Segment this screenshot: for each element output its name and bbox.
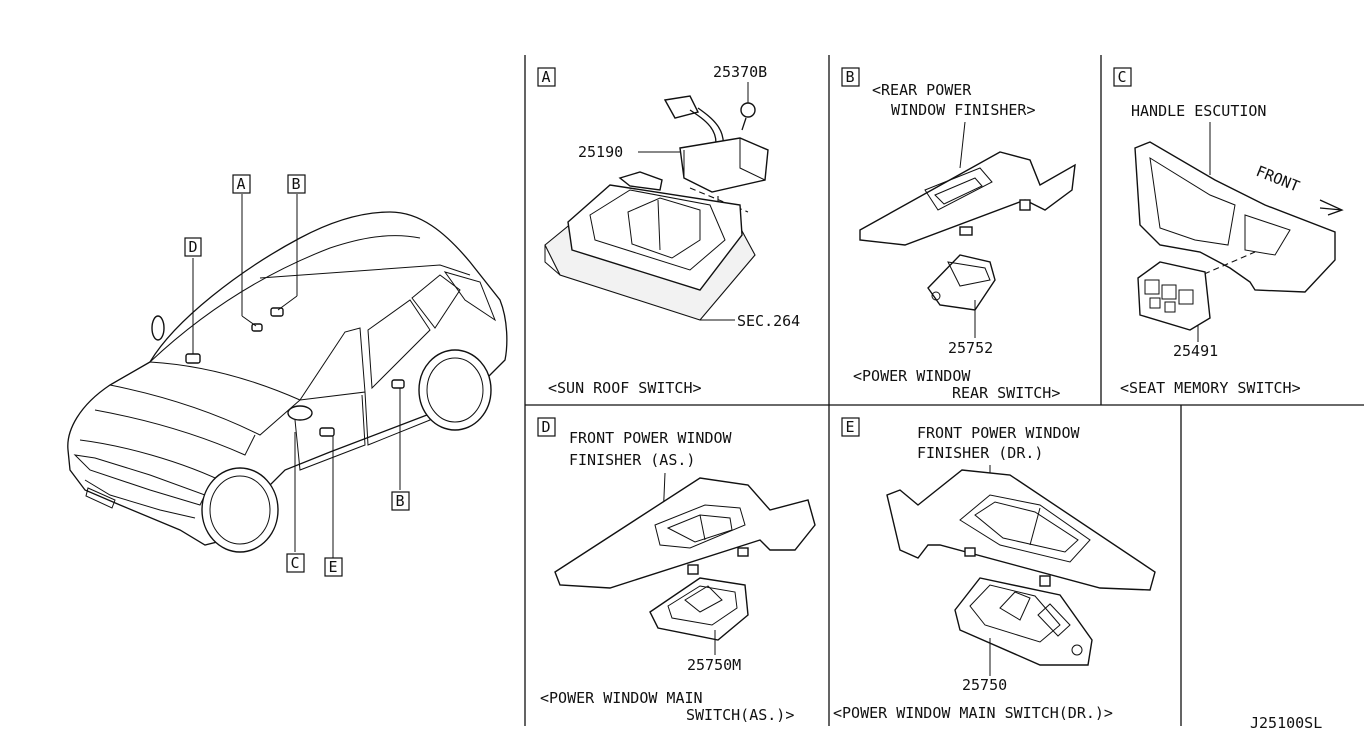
front-finisher-as-line2: FINISHER (AS.) xyxy=(569,451,695,469)
callout-label: E xyxy=(328,558,337,576)
callout-label: B xyxy=(395,492,404,510)
callout-e-car: E xyxy=(324,557,343,577)
panel-c-caption: <SEAT MEMORY SWITCH> xyxy=(1120,379,1301,397)
vehicle-illustration xyxy=(67,194,508,558)
callout-label: D xyxy=(188,238,197,256)
panel-a-sun-roof-switch: A 25370B 25190 SEC.264 <SUN ROOF SWITCH> xyxy=(537,63,800,397)
handle-escution-label: HANDLE ESCUTION xyxy=(1131,102,1266,120)
callout-label: A xyxy=(236,175,245,193)
panel-d-caption-line2: SWITCH(AS.)> xyxy=(686,706,794,724)
sec-264-label: SEC.264 xyxy=(737,312,800,330)
panel-b-caption-line1: <POWER WINDOW xyxy=(853,367,971,385)
callout-a-car: A xyxy=(232,174,251,194)
callout-b-car-top: B xyxy=(287,174,306,194)
panel-grid xyxy=(524,55,1364,726)
part-25750-label: 25750 xyxy=(962,676,1007,694)
panel-e-caption: <POWER WINDOW MAIN SWITCH(DR.)> xyxy=(833,704,1113,722)
panel-a-caption: <SUN ROOF SWITCH> xyxy=(548,379,702,397)
front-finisher-as-line1: FRONT POWER WINDOW xyxy=(569,429,733,447)
panel-b-caption-line2: REAR SWITCH> xyxy=(952,384,1060,402)
part-25750m-label: 25750M xyxy=(687,656,741,674)
panel-b-rear-window-switch: B <REAR POWER WINDOW FINISHER> 25752 <PO… xyxy=(841,67,1076,402)
callout-label: B xyxy=(291,175,300,193)
callout-b-car-side: B xyxy=(391,491,410,511)
panel-c-seat-memory-switch: C HANDLE ESCUTION FRONT 25491 <SEAT MEMO… xyxy=(1113,67,1344,397)
part-25370b-label: 25370B xyxy=(713,63,767,81)
rear-finisher-line2: WINDOW FINISHER> xyxy=(891,101,1036,119)
panel-d-caption-line1: <POWER WINDOW MAIN xyxy=(540,689,703,707)
part-25491-label: 25491 xyxy=(1173,342,1218,360)
part-25190-label: 25190 xyxy=(578,143,623,161)
rear-finisher-line1: <REAR POWER xyxy=(872,81,972,99)
front-finisher-dr-line2: FINISHER (DR.) xyxy=(917,444,1043,462)
panel-a-letter: A xyxy=(541,68,550,86)
callout-c-car: C xyxy=(286,553,305,573)
diagram-code: J25100SL xyxy=(1250,714,1322,732)
front-label: FRONT xyxy=(1254,162,1303,196)
panel-d-letter: D xyxy=(541,418,550,436)
panel-d-main-switch-as: D FRONT POWER WINDOW FINISHER (AS.) 2575… xyxy=(537,417,816,724)
panel-e-letter: E xyxy=(845,418,854,436)
callout-d-car: D xyxy=(184,237,202,257)
panel-c-letter: C xyxy=(1117,68,1126,86)
panel-e-main-switch-dr: E FRONT POWER WINDOW FINISHER (DR.) 2575… xyxy=(833,417,1156,722)
panel-b-letter: B xyxy=(845,68,854,86)
callout-label: C xyxy=(290,554,299,572)
part-25752-label: 25752 xyxy=(948,339,993,357)
front-finisher-dr-line1: FRONT POWER WINDOW xyxy=(917,424,1081,442)
